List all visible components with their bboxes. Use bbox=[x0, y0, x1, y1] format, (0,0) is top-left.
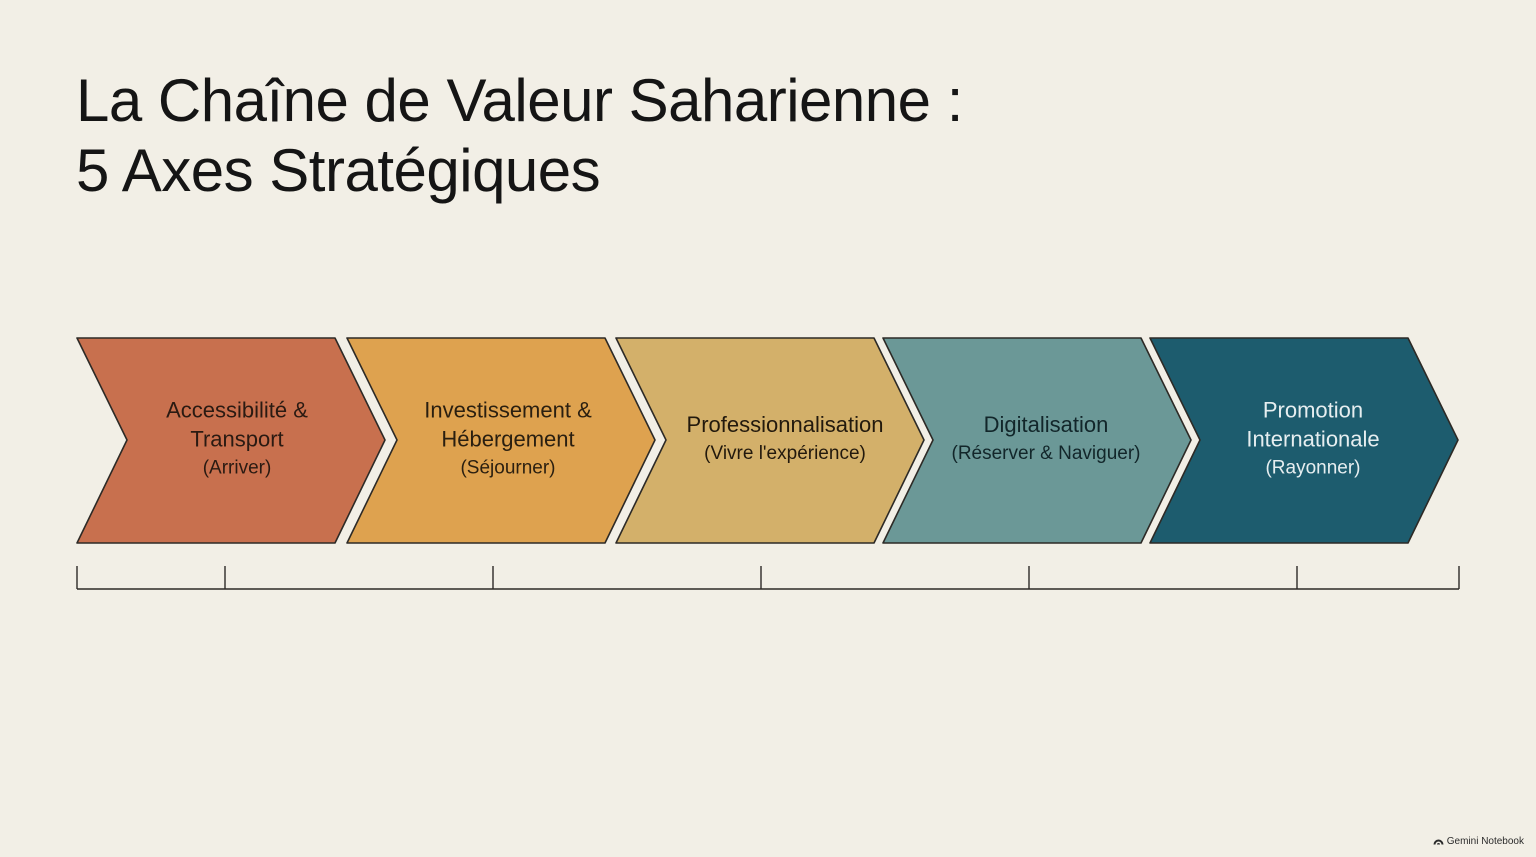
watermark: Gemini Notebook bbox=[1433, 836, 1524, 847]
chevron-sublabel-investissement: (Séjourner) bbox=[460, 458, 555, 479]
watermark-label: Gemini Notebook bbox=[1446, 836, 1524, 847]
chevron-label-promotion: Internationale bbox=[1246, 427, 1379, 452]
chevron-investissement: Investissement & Hébergement (Séjourner) bbox=[346, 337, 656, 544]
notebook-icon bbox=[1433, 839, 1444, 845]
chevron-sublabel-promotion: (Rayonner) bbox=[1265, 458, 1360, 479]
chevron-label-accessibilite: Transport bbox=[190, 427, 283, 452]
page-title: La Chaîne de Valeur Saharienne : 5 Axes … bbox=[76, 66, 963, 206]
chevron-shape-promotion bbox=[1149, 337, 1459, 544]
chevron-label-digitalisation: Digitalisation bbox=[984, 412, 1109, 437]
chevron-shape-digitalisation bbox=[882, 337, 1192, 544]
chevron-digitalisation: Digitalisation (Réserver & Naviguer) bbox=[882, 337, 1192, 544]
chevron-label-promotion: Promotion bbox=[1263, 398, 1363, 423]
chevron-shape-accessibilite bbox=[76, 337, 386, 544]
chevron-label-investissement: Hébergement bbox=[441, 427, 574, 452]
chevron-sublabel-digitalisation: (Réserver & Naviguer) bbox=[952, 443, 1141, 464]
title-line-2: 5 Axes Stratégiques bbox=[76, 137, 601, 204]
chevron-label-investissement: Investissement & bbox=[424, 398, 592, 423]
chevron-shape-investissement bbox=[346, 337, 656, 544]
chevron-group: Accessibilité & Transport (Arriver) Investi… bbox=[76, 337, 1459, 544]
title-line-1: La Chaîne de Valeur Saharienne : bbox=[76, 67, 963, 134]
chevron-label-accessibilite: Accessibilité & bbox=[166, 398, 308, 423]
chevron-sublabel-professionnalisation: (Vivre l'expérience) bbox=[704, 443, 866, 464]
chevron-professionnalisation: Professionnalisation (Vivre l'expérience) bbox=[615, 337, 925, 544]
chevron-sublabel-accessibilite: (Arriver) bbox=[203, 458, 272, 479]
chevron-shape-professionnalisation bbox=[615, 337, 925, 544]
timeline-bracket bbox=[76, 566, 1460, 590]
chevron-accessibilite: Accessibilité & Transport (Arriver) bbox=[76, 337, 386, 544]
chevron-label-professionnalisation: Professionnalisation bbox=[687, 412, 884, 437]
